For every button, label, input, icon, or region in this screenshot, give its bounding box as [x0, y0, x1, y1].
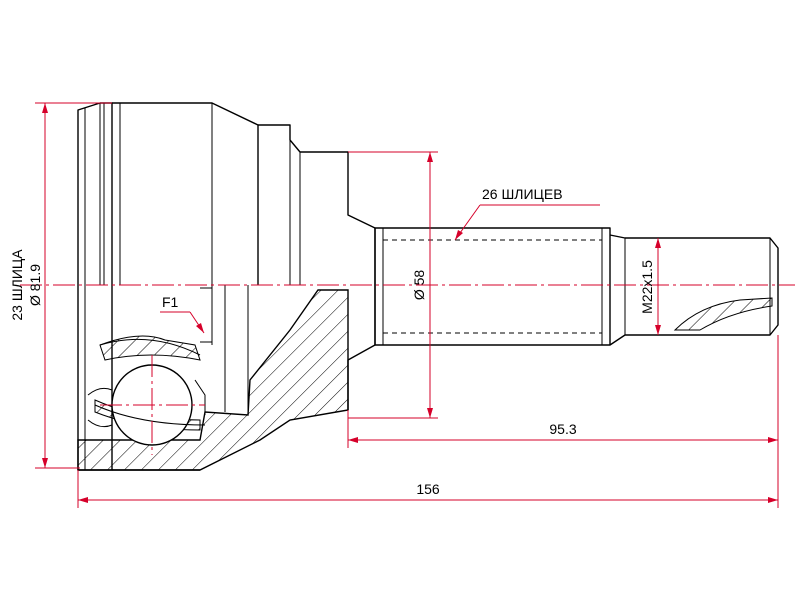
dimension-shaft-diameter	[348, 151, 438, 419]
dimension-thread	[655, 238, 661, 335]
threaded-end	[609, 234, 779, 346]
leader-shaft-splines	[454, 204, 600, 241]
dimension-shaft-length	[347, 335, 779, 448]
label-shaft-splines: 26 ШЛИЦЕВ	[482, 186, 563, 202]
label-shaft-length: 95.3	[549, 421, 576, 437]
label-outer-diameter: Ø 81.9	[27, 264, 43, 306]
outer-housing	[77, 102, 376, 471]
dimension-outer-diameter	[35, 102, 112, 469]
label-total-length: 156	[416, 481, 440, 497]
label-outer-splines: 23 ШЛИЦА	[9, 249, 25, 321]
dimension-total-length	[77, 448, 779, 508]
label-shaft-diameter: Ø 58	[411, 270, 427, 301]
label-thread: M22x1.5	[639, 260, 655, 314]
leader-f1	[160, 311, 205, 334]
splined-shaft	[374, 227, 611, 346]
label-f1: F1	[162, 294, 179, 310]
